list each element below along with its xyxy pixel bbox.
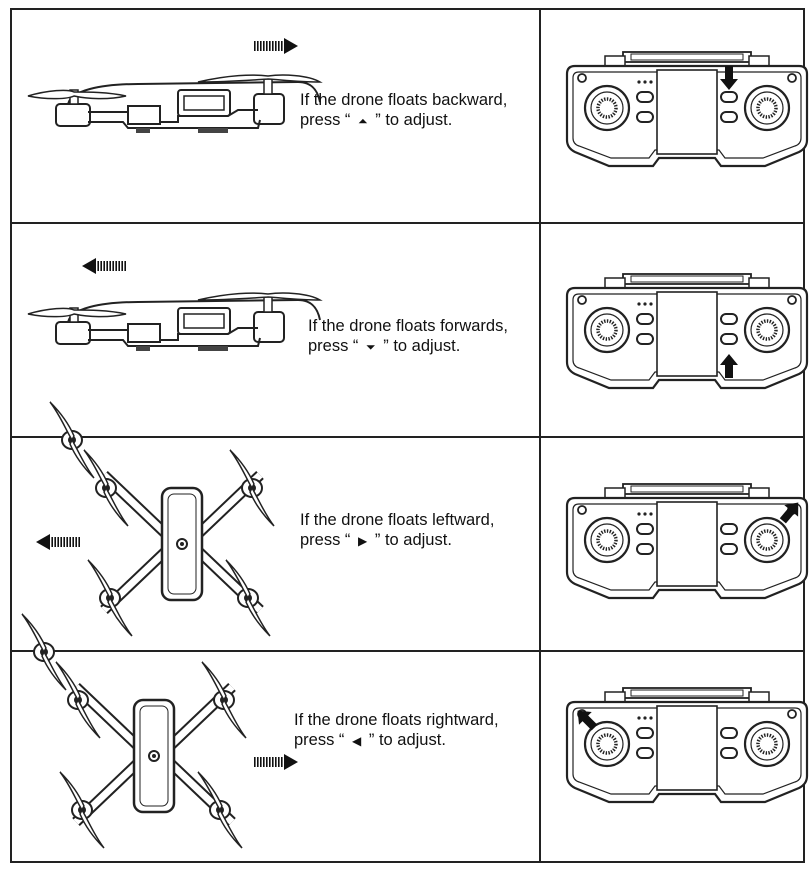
press-label: press “: [308, 337, 359, 355]
press-suffix: ” to adjust.: [368, 731, 446, 749]
drone-cell: If the drone floats rightward, press “ ◀…: [12, 652, 539, 862]
column-divider: [539, 8, 541, 863]
drift-right-arrow-icon: [254, 38, 298, 54]
instruction-text: If the drone floats rightward, press “ ◀…: [294, 710, 499, 751]
drone-side-view-icon: [27, 74, 321, 134]
drone-cell: If the drone floats forwards, press “ ⏷ …: [12, 224, 539, 436]
row-divider: [10, 222, 805, 224]
remote-cell: [541, 652, 809, 862]
remote-controller-icon: [565, 686, 809, 804]
remote-controller-icon: [565, 50, 809, 168]
row-backward: If the drone floats backward, press “ ⏶ …: [12, 10, 809, 222]
right-trim-glyph-icon: ▶: [358, 534, 368, 548]
drone-cell: If the drone floats backward, press “ ⏶ …: [12, 10, 539, 222]
instruction-text: If the drone floats leftward, press “ ▶ …: [300, 510, 494, 551]
press-label: press “: [300, 531, 351, 549]
remote-cell: [541, 10, 809, 222]
instruction-line: If the drone floats leftward,: [300, 511, 495, 529]
up-trim-glyph-icon: ⏶: [358, 114, 368, 128]
drone-cell: If the drone floats leftward, press “ ▶ …: [12, 438, 539, 650]
remote-controller-icon: [565, 482, 809, 600]
remote-cell: [541, 438, 809, 650]
press-label: press “: [300, 111, 351, 129]
drone-top-view-icon: [44, 652, 247, 849]
drift-left-arrow-icon: [82, 258, 126, 274]
row-divider: [10, 436, 805, 438]
instruction-text: If the drone floats forwards, press “ ⏷ …: [308, 316, 508, 357]
press-suffix: ” to adjust.: [374, 531, 452, 549]
instruction-line: If the drone floats forwards,: [308, 317, 508, 335]
instruction-line: If the drone floats backward,: [300, 91, 508, 109]
remote-cell: [541, 224, 809, 436]
left-trim-glyph-icon: ◀: [352, 734, 362, 748]
instruction-table: [10, 8, 805, 863]
drone-top-view-icon: [72, 440, 275, 637]
drone-side-view-icon: [27, 292, 321, 352]
instruction-text: If the drone floats backward, press “ ⏶ …: [300, 90, 507, 131]
down-trim-glyph-icon: ⏷: [366, 340, 376, 354]
instruction-line: If the drone floats rightward,: [294, 711, 499, 729]
press-label: press “: [294, 731, 345, 749]
remote-controller-icon: [565, 272, 809, 390]
row-rightward: If the drone floats rightward, press “ ◀…: [12, 652, 809, 862]
row-forward: If the drone floats forwards, press “ ⏷ …: [12, 224, 809, 436]
press-suffix: ” to adjust.: [383, 337, 461, 355]
row-divider: [10, 650, 805, 652]
press-suffix: ” to adjust.: [375, 111, 453, 129]
row-leftward: If the drone floats leftward, press “ ▶ …: [12, 438, 809, 650]
